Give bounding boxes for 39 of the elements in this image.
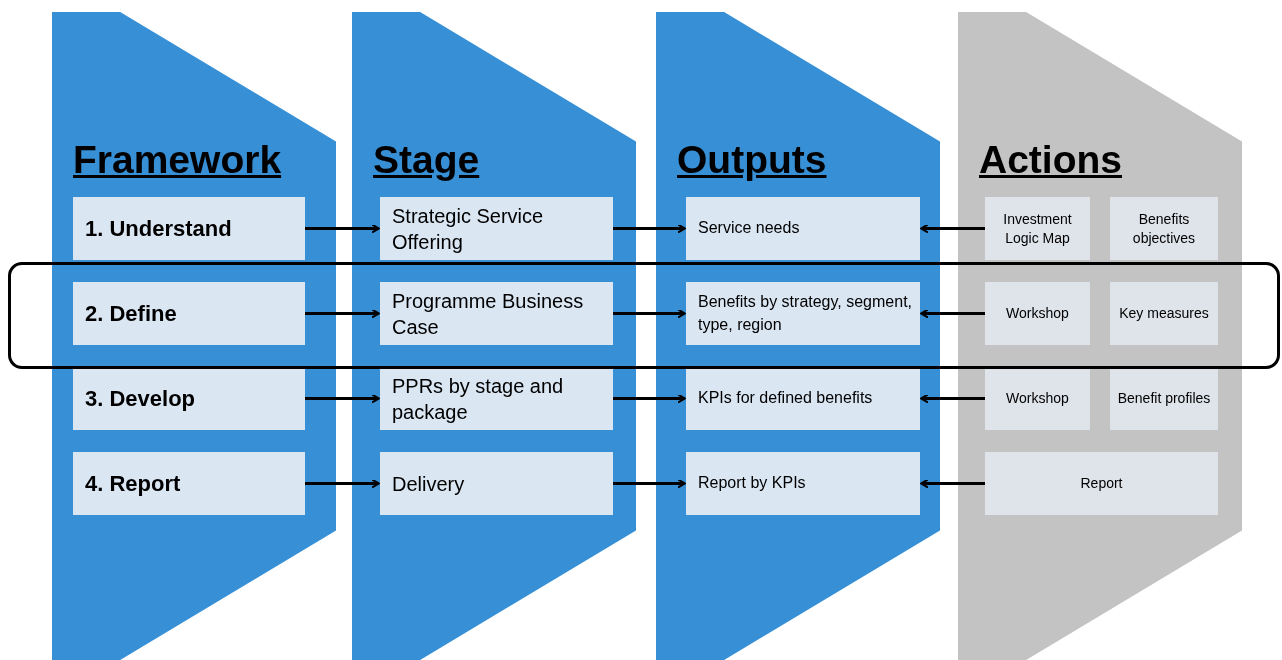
step-box: Key measures — [1110, 282, 1218, 345]
step-box: Programme Business Case — [380, 282, 613, 345]
step-box: Report by KPIs — [686, 452, 920, 515]
column-shape — [656, 12, 940, 660]
arrow — [920, 308, 985, 319]
step-box: 1. Understand — [73, 197, 305, 260]
column-heading: Framework — [73, 140, 282, 179]
arrow — [613, 478, 686, 489]
step-box: Benefits by strategy, segment, type, region — [686, 282, 920, 345]
column-heading: Outputs — [677, 140, 827, 179]
arrow — [920, 393, 985, 404]
step-box: 2. Define — [73, 282, 305, 345]
step-box: Benefits objectives — [1110, 197, 1218, 260]
column-shape — [52, 12, 336, 660]
arrow — [305, 478, 380, 489]
step-box: KPIs for defined benefits — [686, 367, 920, 430]
step-box: PPRs by stage and package — [380, 367, 613, 430]
column-heading: Actions — [979, 140, 1122, 179]
step-box: 3. Develop — [73, 367, 305, 430]
arrow — [305, 393, 380, 404]
step-box: Workshop — [985, 367, 1090, 430]
arrow — [613, 308, 686, 319]
arrow — [920, 478, 985, 489]
column-heading: Stage — [373, 140, 480, 179]
arrow — [920, 223, 985, 234]
arrow — [613, 393, 686, 404]
column-shape — [958, 12, 1242, 660]
step-box: Strategic Service Offering — [380, 197, 613, 260]
step-box: Service needs — [686, 197, 920, 260]
arrow — [305, 223, 380, 234]
step-box: Workshop — [985, 282, 1090, 345]
arrow — [305, 308, 380, 319]
step-box: Benefit profiles — [1110, 367, 1218, 430]
column-shape — [352, 12, 636, 660]
step-box: 4. Report — [73, 452, 305, 515]
step-box: Report — [985, 452, 1218, 515]
step-box: Delivery — [380, 452, 613, 515]
arrow — [613, 223, 686, 234]
step-box: Investment Logic Map — [985, 197, 1090, 260]
